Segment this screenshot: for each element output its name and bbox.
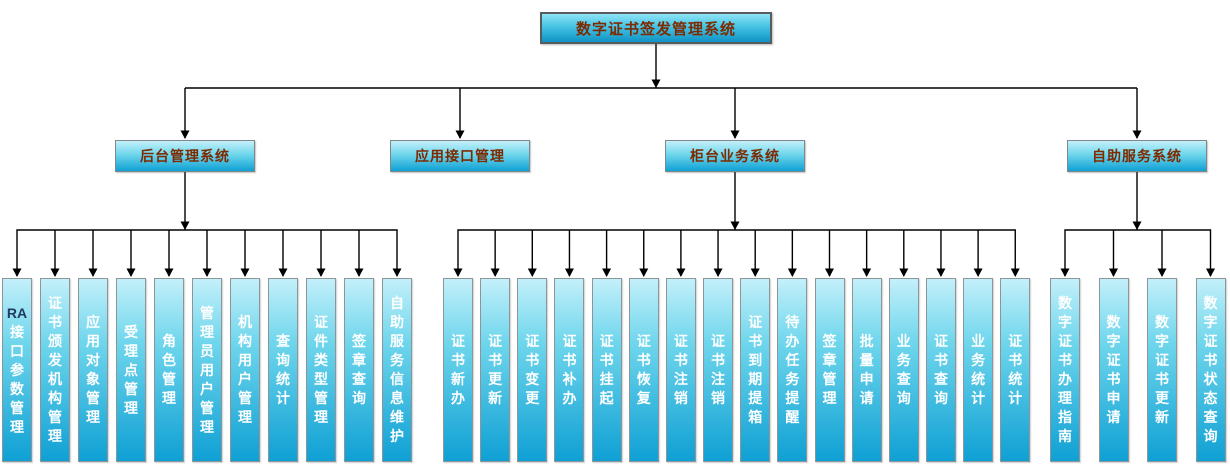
node-leaf: 应 用 对 象 管 理 — [78, 278, 108, 462]
node-leaf-label: 待 办 任 务 提 醒 — [785, 314, 800, 425]
node-leaf: 证 书 变 更 — [517, 278, 548, 462]
node-leaf-label: 角 色 管 理 — [162, 333, 176, 406]
node-leaf: 批 量 申 请 — [851, 278, 882, 462]
node-leaf-label: 证 书 新 办 — [451, 333, 465, 406]
node-leaf: 自 助 服 务 信 息 维 护 — [382, 278, 412, 462]
node-leaf-label: 证 书 统 计 — [1008, 333, 1023, 406]
node-leaf: 待 办 任 务 提 醒 — [777, 278, 808, 462]
node-leaf: 证 书 注 销 — [665, 278, 696, 462]
node-leaf-label: 业 务 查 询 — [896, 333, 911, 406]
node-leaf: 管 理 员 用 户 管 理 — [192, 278, 222, 462]
node-leaf: 证 书 补 办 — [554, 278, 585, 462]
node-leaf: 证 书 到 期 提 箱 — [740, 278, 771, 462]
node-leaf: RA 接 口 参 数 管 理 — [2, 278, 32, 462]
node-self-service-system: 自助服务系统 — [1067, 140, 1207, 172]
node-leaf-label: RA 接 口 参 数 管 理 — [6, 304, 28, 435]
node-leaf: 数 字 证 书 申 请 — [1098, 278, 1129, 462]
node-leaf: 证 书 查 询 — [925, 278, 956, 462]
node-leaf-label: 机 构 用 户 管 理 — [238, 314, 252, 425]
node-leaf: 证 书 新 办 — [443, 278, 473, 462]
node-leaf: 证 书 颁 发 机 构 管 理 — [40, 278, 70, 462]
node-leaf: 签 章 管 理 — [814, 278, 845, 462]
node-leaf: 证 书 统 计 — [1000, 278, 1031, 462]
node-leaf-label: 证 书 恢 复 — [636, 333, 651, 406]
node-leaf-label: 数 字 证 书 状 态 查 询 — [1203, 295, 1218, 444]
node-leaf-label: 受 理 点 管 理 — [124, 323, 138, 416]
node-application-interface-management: 应用接口管理 — [390, 140, 530, 172]
node-leaf-label: 证 书 注 销 — [711, 333, 726, 406]
node-leaf-label: 证 书 更 新 — [488, 333, 503, 406]
node-leaf: 受 理 点 管 理 — [116, 278, 146, 462]
node-leaf: 机 构 用 户 管 理 — [230, 278, 260, 462]
node-leaf-label: 签 章 查 询 — [352, 333, 366, 406]
node-leaf-label: 管 理 员 用 户 管 理 — [200, 304, 214, 435]
node-leaf: 证 书 注 销 — [703, 278, 734, 462]
node-leaf: 签 章 查 询 — [344, 278, 374, 462]
node-leaf: 查 询 统 计 — [268, 278, 298, 462]
node-leaf: 数 字 证 书 状 态 查 询 — [1195, 278, 1226, 462]
node-leaf-label: 业 务 统 计 — [971, 333, 986, 406]
node-counter-business-system: 柜台业务系统 — [665, 140, 805, 172]
node-leaf-label: 数 字 证 书 办 理 指 南 — [1058, 295, 1072, 444]
node-leaf-label: 证 书 查 询 — [933, 333, 948, 406]
node-leaf: 数 字 证 书 更 新 — [1147, 278, 1177, 462]
node-leaf-label: 查 询 统 计 — [276, 333, 290, 406]
node-leaf: 证 书 挂 起 — [591, 278, 622, 462]
node-leaf: 证 书 更 新 — [480, 278, 511, 462]
node-leaf: 证 件 类 型 管 理 — [306, 278, 336, 462]
node-leaf-label: 证 书 补 办 — [562, 333, 577, 406]
node-leaf: 业 务 查 询 — [888, 278, 919, 462]
node-leaf-label: 数 字 证 书 申 请 — [1106, 314, 1121, 425]
node-leaf-label: 自 助 服 务 信 息 维 护 — [390, 295, 404, 444]
node-leaf-label: 证 书 挂 起 — [599, 333, 614, 406]
node-leaf-label: 应 用 对 象 管 理 — [86, 314, 100, 425]
node-backend-management-system: 后台管理系统 — [115, 140, 255, 172]
node-leaf-label: 证 书 颁 发 机 构 管 理 — [48, 295, 62, 444]
node-leaf-label: 证 书 注 销 — [673, 333, 688, 406]
node-root-digital-certificate-system: 数字证书签发管理系统 — [540, 12, 772, 44]
node-leaf-label: 证 书 到 期 提 箱 — [748, 314, 763, 425]
node-leaf-label: 数 字 证 书 更 新 — [1155, 314, 1169, 425]
node-leaf-label: 批 量 申 请 — [859, 333, 874, 406]
node-leaf: 证 书 恢 复 — [628, 278, 659, 462]
node-leaf-label: 签 章 管 理 — [822, 333, 837, 406]
node-leaf-label: 证 书 变 更 — [525, 333, 540, 406]
node-leaf: 角 色 管 理 — [154, 278, 184, 462]
node-leaf: 业 务 统 计 — [963, 278, 994, 462]
node-leaf: 数 字 证 书 办 理 指 南 — [1050, 278, 1080, 462]
node-leaf-label: 证 件 类 型 管 理 — [314, 314, 328, 425]
